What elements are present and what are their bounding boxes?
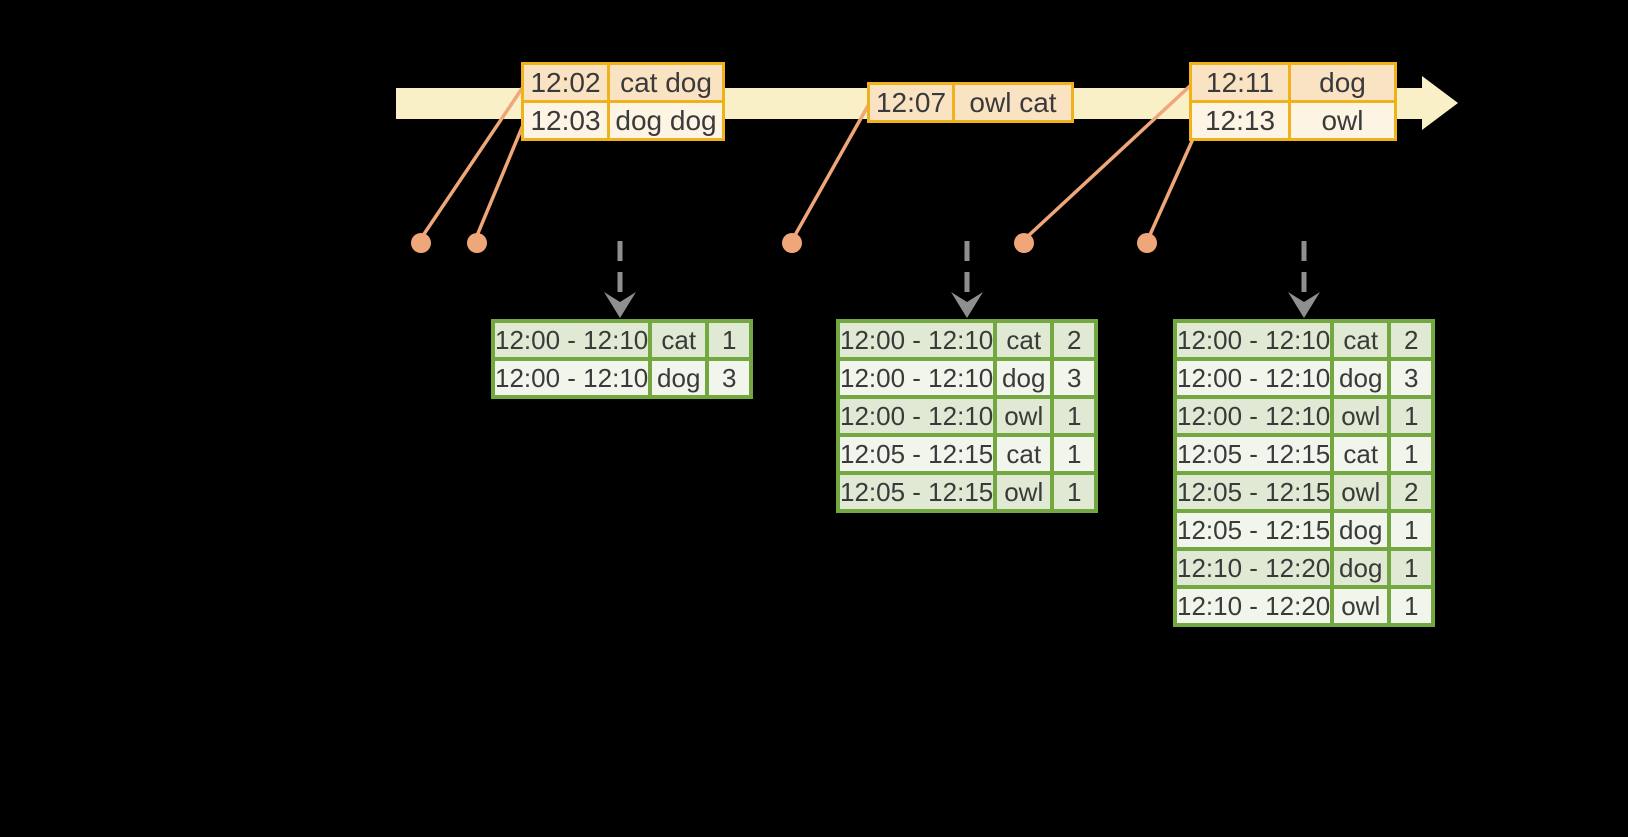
event-leader-line: [1147, 119, 1203, 239]
word-cell: owl: [1330, 395, 1392, 437]
event-dot-icon: [1014, 233, 1034, 253]
word-cell: cat: [1330, 319, 1392, 361]
result-row: 12:00 - 12:10 dog 3: [1172, 357, 1436, 399]
count-cell: 2: [1050, 319, 1099, 361]
input-events-table-3: 12:11 dog 12:13 owl: [1189, 62, 1397, 141]
event-dot-icon: [1137, 233, 1157, 253]
count-cell: 1: [1387, 395, 1436, 437]
result-row: 12:05 - 12:15 cat 1: [835, 433, 1099, 475]
window-cell: 12:05 - 12:15: [835, 471, 998, 513]
event-leader-line: [420, 85, 525, 239]
word-cell: owl: [1330, 585, 1392, 627]
event-row: 12:11 dog: [1189, 62, 1397, 103]
word-cell: cat: [1330, 433, 1392, 475]
event-leader-line: [1025, 83, 1193, 239]
result-row: 12:00 - 12:10 cat 1: [490, 319, 754, 361]
result-row: 12:05 - 12:15 owl 2: [1172, 471, 1436, 513]
result-row: 12:10 - 12:20 owl 1: [1172, 585, 1436, 627]
count-cell: 1: [1387, 433, 1436, 475]
result-row: 12:05 - 12:15 owl 1: [835, 471, 1099, 513]
result-row: 12:00 - 12:10 dog 3: [835, 357, 1099, 399]
window-cell: 12:00 - 12:10: [1172, 357, 1335, 399]
event-time-cell: 12:03: [521, 100, 610, 141]
word-cell: dog: [1330, 547, 1392, 589]
event-dot-icon: [467, 233, 487, 253]
count-cell: 1: [1387, 585, 1436, 627]
event-dot-icon: [782, 233, 802, 253]
event-row: 12:13 owl: [1189, 100, 1397, 141]
count-cell: 1: [1387, 547, 1436, 589]
window-cell: 12:00 - 12:10: [1172, 319, 1335, 361]
word-cell: owl: [993, 471, 1055, 513]
word-cell: owl: [1330, 471, 1392, 513]
event-time-cell: 12:13: [1189, 100, 1291, 141]
count-cell: 1: [705, 319, 754, 361]
count-cell: 2: [1387, 319, 1436, 361]
event-row: 12:07 owl cat: [867, 82, 1074, 123]
word-cell: cat: [648, 319, 710, 361]
window-cell: 12:00 - 12:10: [1172, 395, 1335, 437]
event-dot-icon: [411, 233, 431, 253]
result-row: 12:10 - 12:20 dog 1: [1172, 547, 1436, 589]
result-row: 12:05 - 12:15 cat 1: [1172, 433, 1436, 475]
word-cell: owl: [993, 395, 1055, 437]
event-words-cell: cat dog: [607, 62, 725, 103]
count-cell: 3: [1387, 357, 1436, 399]
timeline-arrow-icon: [1422, 76, 1458, 130]
word-cell: cat: [993, 319, 1055, 361]
event-row: 12:02 cat dog: [521, 62, 725, 103]
count-cell: 1: [1050, 433, 1099, 475]
event-leader-line: [474, 123, 525, 240]
window-cell: 12:00 - 12:10: [490, 319, 653, 361]
window-cell: 12:05 - 12:15: [1172, 433, 1335, 475]
window-cell: 12:00 - 12:10: [835, 357, 998, 399]
result-row: 12:00 - 12:10 cat 2: [835, 319, 1099, 361]
event-words-cell: owl cat: [952, 82, 1074, 123]
event-words-cell: dog dog: [607, 100, 725, 141]
count-cell: 1: [1050, 395, 1099, 437]
event-words-cell: dog: [1288, 62, 1397, 103]
word-cell: dog: [1330, 509, 1392, 551]
word-cell: cat: [993, 433, 1055, 475]
trigger-arrow-icon: [1288, 292, 1320, 318]
window-cell: 12:05 - 12:15: [835, 433, 998, 475]
window-cell: 12:00 - 12:10: [835, 319, 998, 361]
word-cell: dog: [648, 357, 710, 399]
result-table-2: 12:00 - 12:10 cat 2 12:00 - 12:10 dog 3 …: [835, 319, 1099, 513]
trigger-arrow-icon: [951, 292, 983, 318]
event-time-cell: 12:07: [867, 82, 955, 123]
result-table-3: 12:00 - 12:10 cat 2 12:00 - 12:10 dog 3 …: [1172, 319, 1436, 627]
result-row: 12:00 - 12:10 dog 3: [490, 357, 754, 399]
window-cell: 12:10 - 12:20: [1172, 585, 1335, 627]
result-table-1: 12:00 - 12:10 cat 1 12:00 - 12:10 dog 3: [490, 319, 754, 399]
result-row: 12:00 - 12:10 cat 2: [1172, 319, 1436, 361]
count-cell: 2: [1387, 471, 1436, 513]
word-cell: dog: [993, 357, 1055, 399]
event-time-cell: 12:02: [521, 62, 610, 103]
event-time-cell: 12:11: [1189, 62, 1291, 103]
window-cell: 12:00 - 12:10: [835, 395, 998, 437]
count-cell: 3: [705, 357, 754, 399]
result-row: 12:05 - 12:15 dog 1: [1172, 509, 1436, 551]
event-words-cell: owl: [1288, 100, 1397, 141]
result-row: 12:00 - 12:10 owl 1: [1172, 395, 1436, 437]
trigger-arrow-icon: [604, 292, 636, 318]
input-events-table-1: 12:02 cat dog 12:03 dog dog: [521, 62, 725, 141]
count-cell: 3: [1050, 357, 1099, 399]
word-cell: dog: [1330, 357, 1392, 399]
event-row: 12:03 dog dog: [521, 100, 725, 141]
result-row: 12:00 - 12:10 owl 1: [835, 395, 1099, 437]
event-leader-line: [792, 102, 871, 239]
input-events-table-2: 12:07 owl cat: [867, 82, 1074, 123]
window-cell: 12:05 - 12:15: [1172, 509, 1335, 551]
count-cell: 1: [1050, 471, 1099, 513]
window-cell: 12:10 - 12:20: [1172, 547, 1335, 589]
window-cell: 12:05 - 12:15: [1172, 471, 1335, 513]
count-cell: 1: [1387, 509, 1436, 551]
window-cell: 12:00 - 12:10: [490, 357, 653, 399]
